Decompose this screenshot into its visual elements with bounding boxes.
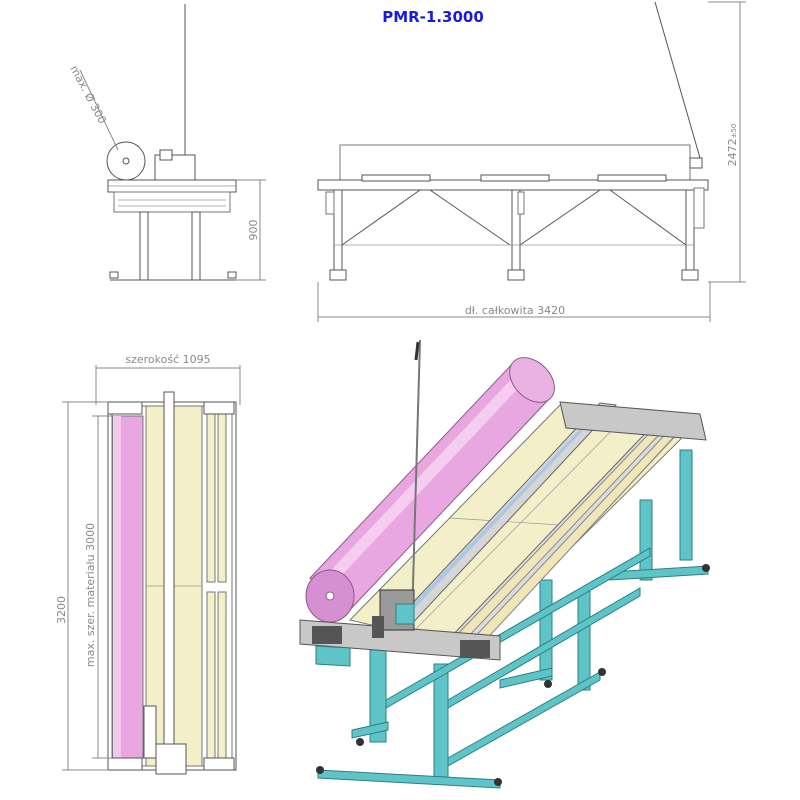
dim-max-diameter: max. Ø 300: [67, 63, 109, 126]
top-view: szerokość 1095 3200 ma: [55, 353, 241, 775]
dim-total-height-tolerance: ±50: [730, 124, 738, 139]
iso-frame: [317, 449, 709, 789]
dim-max-material-width: max. szer. materiału 3000: [84, 523, 97, 667]
dim-width: szerokość 1095: [125, 353, 210, 366]
front-view: 2472±50 dł. całkowita 3420: [317, 1, 746, 322]
dim-total-length: dł. całkowita 3420: [465, 304, 565, 317]
dim-total-height: 2472±50: [726, 124, 739, 167]
iso-roll: [305, 357, 555, 623]
drawing-title: PMR-1.3000: [382, 8, 484, 26]
dim-total-depth: 3200: [55, 596, 68, 624]
dim-height-900: 900: [247, 220, 260, 241]
isometric-view: [299, 339, 710, 789]
iso-antenna: [411, 339, 421, 621]
side-view: 900 max. Ø 300: [67, 4, 266, 281]
